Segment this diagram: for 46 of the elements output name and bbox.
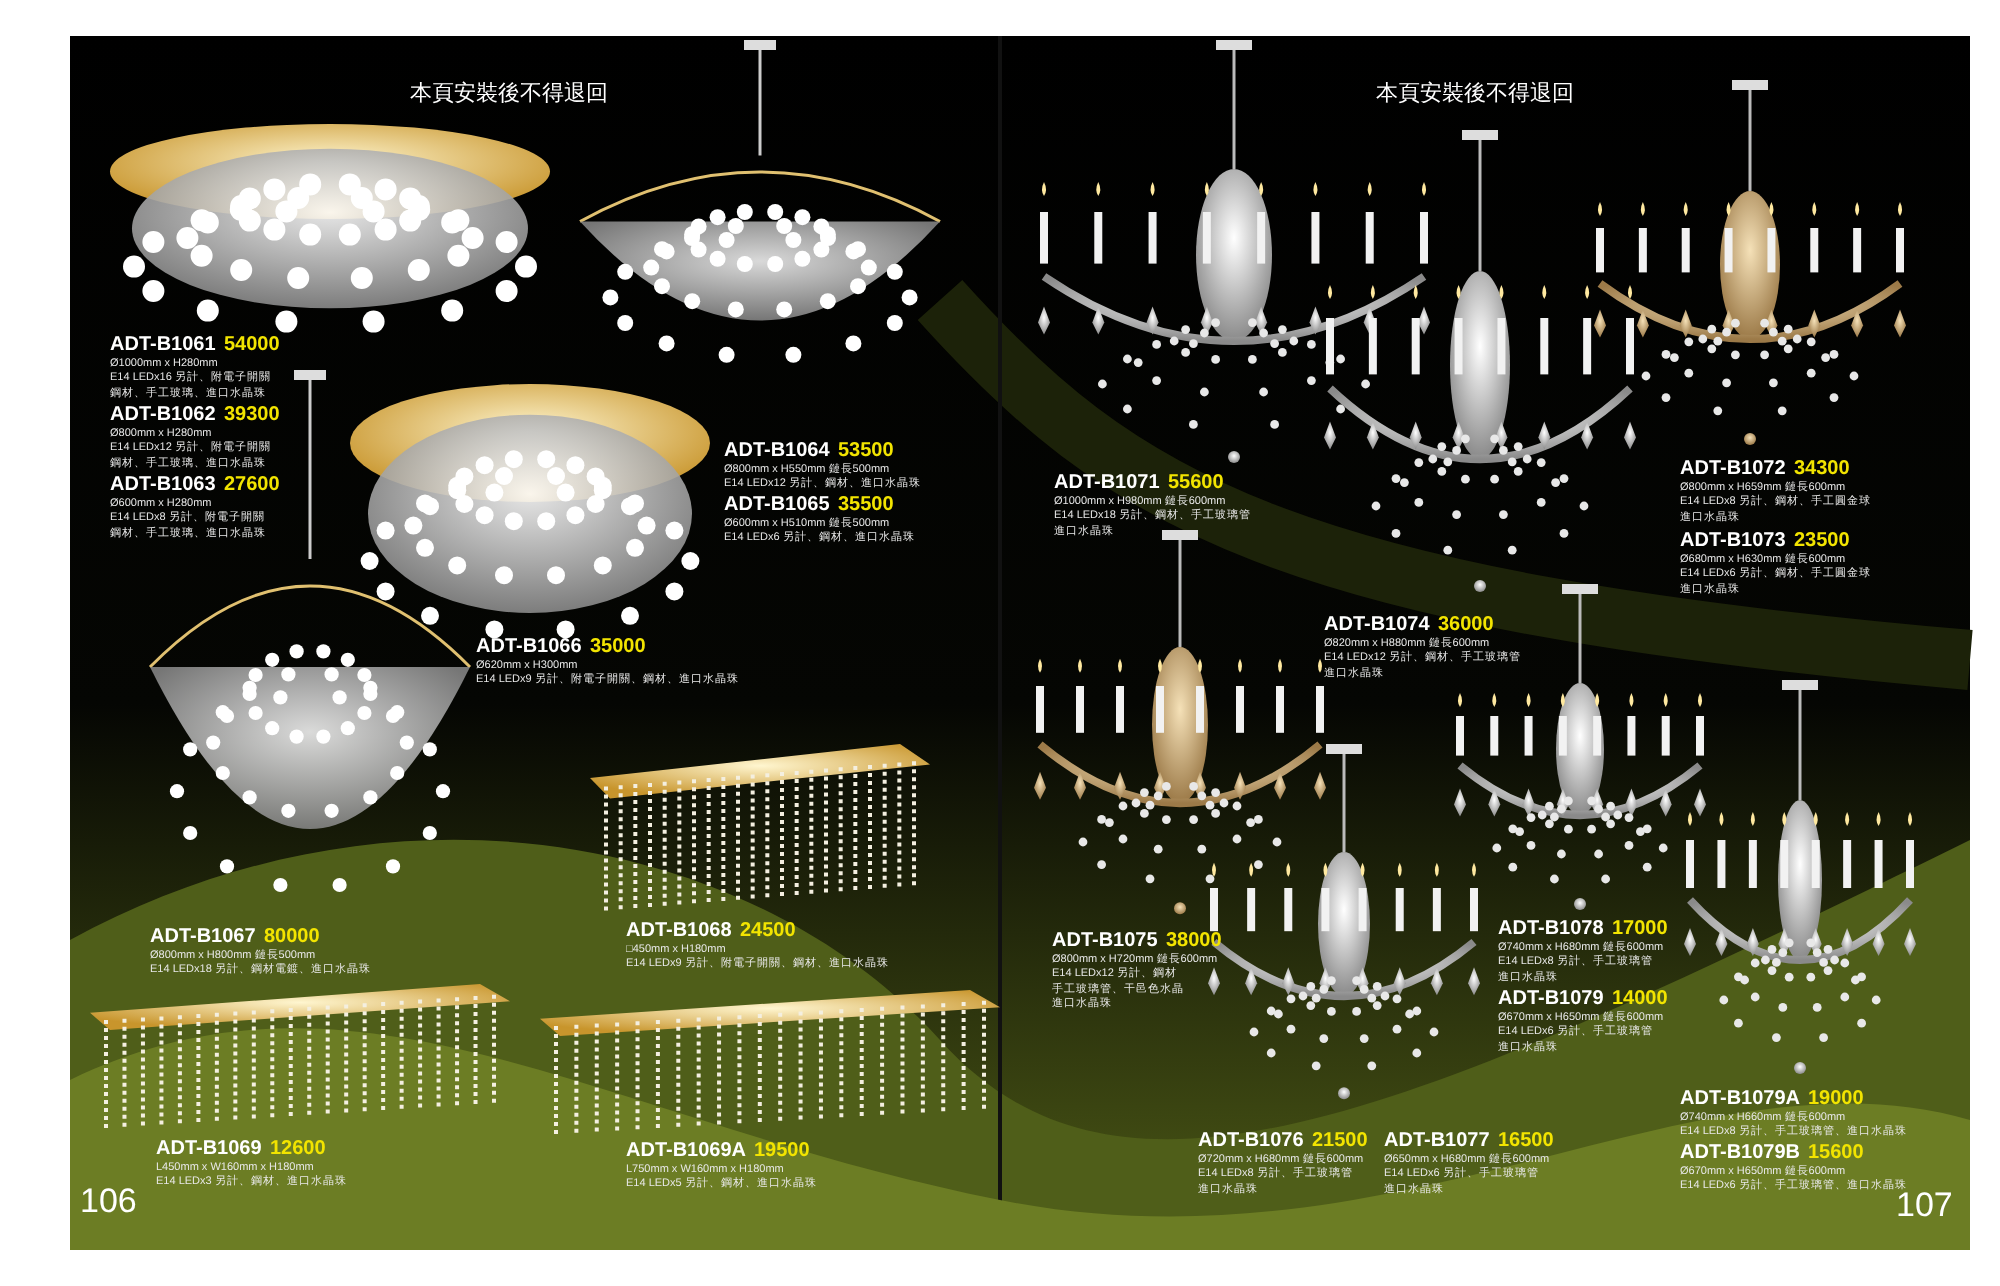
model-number: ADT-B1062: [110, 406, 216, 426]
model-number: ADT-B1071: [1054, 474, 1160, 494]
model-number: ADT-B1075: [1052, 932, 1158, 952]
price: 80000: [264, 928, 320, 948]
price: 17000: [1612, 920, 1668, 940]
model-number: ADT-B1069: [156, 1140, 262, 1160]
price: 34300: [1794, 460, 1850, 480]
page-number: 106: [80, 1184, 137, 1218]
price: 39300: [224, 406, 280, 426]
model-number: ADT-B1076: [1198, 1132, 1304, 1152]
price: 24500: [740, 922, 796, 942]
price: 35000: [590, 638, 646, 658]
page-number: 107: [1896, 1188, 1953, 1222]
model-number: ADT-B1079B: [1680, 1144, 1801, 1164]
model-number: ADT-B1077: [1384, 1132, 1490, 1152]
model-number: ADT-B1072: [1680, 460, 1786, 480]
model-number: ADT-B1067: [150, 928, 256, 948]
notice-text: 本頁安裝後不得退回: [1376, 84, 1574, 106]
price: 16500: [1498, 1132, 1554, 1152]
model-number: ADT-B1064: [724, 442, 830, 462]
price: 36000: [1438, 616, 1494, 636]
price: 53500: [838, 442, 894, 462]
model-number: ADT-B1061: [110, 336, 216, 356]
model-number: ADT-B1079: [1498, 990, 1604, 1010]
model-number: ADT-B1078: [1498, 920, 1604, 940]
model-number: ADT-B1068: [626, 922, 732, 942]
price: 19000: [1808, 1090, 1864, 1110]
model-number: ADT-B1074: [1324, 616, 1430, 636]
model-number: ADT-B1073: [1680, 532, 1786, 552]
price: 12600: [270, 1140, 326, 1160]
price: 21500: [1312, 1132, 1368, 1152]
price: 35500: [838, 496, 894, 516]
model-number: ADT-B1063: [110, 476, 216, 496]
model-number: ADT-B1069A: [626, 1142, 747, 1162]
price: 23500: [1794, 532, 1850, 552]
price: 14000: [1612, 990, 1668, 1010]
price: 19500: [754, 1142, 810, 1162]
price: 55600: [1168, 474, 1224, 494]
price: 27600: [224, 476, 280, 496]
model-number: ADT-B1065: [724, 496, 830, 516]
price: 15600: [1808, 1144, 1864, 1164]
model-number: ADT-B1066: [476, 638, 582, 658]
price: 54000: [224, 336, 280, 356]
price: 38000: [1166, 932, 1222, 952]
notice-text: 本頁安裝後不得退回: [410, 84, 608, 106]
model-number: ADT-B1079A: [1680, 1090, 1801, 1110]
